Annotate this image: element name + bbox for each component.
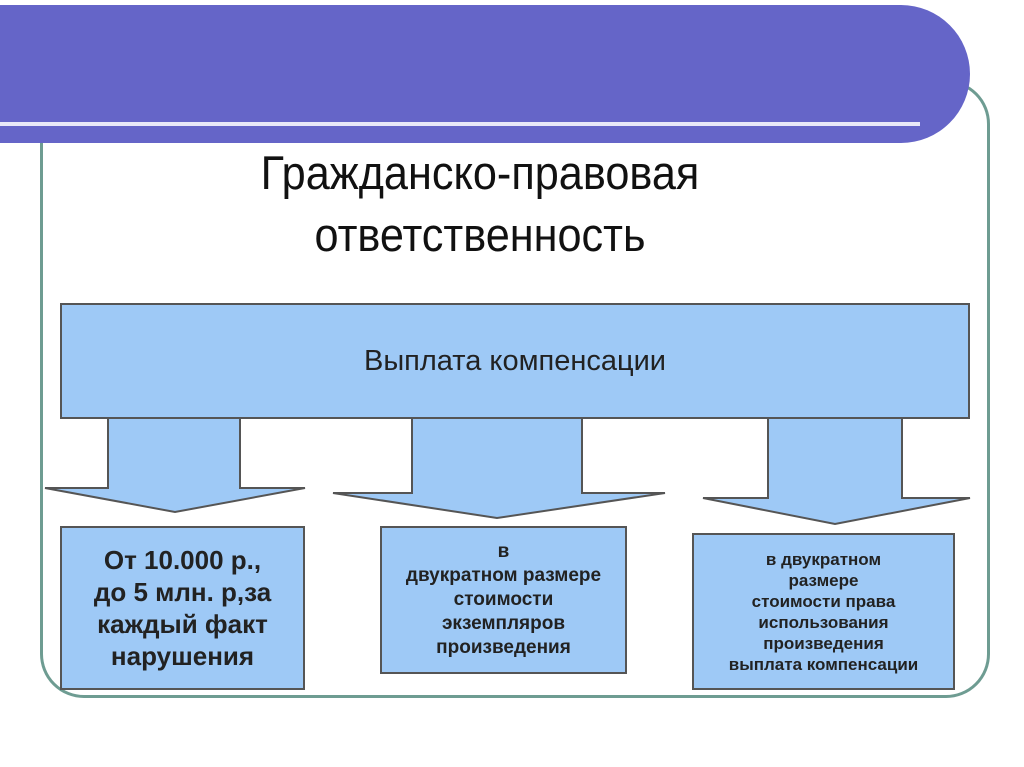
header-banner <box>0 5 970 143</box>
arrow-down-3 <box>702 417 971 526</box>
outcome-text: в двукратном размере стоимости права исп… <box>728 549 919 674</box>
arrow-down-1 <box>44 417 306 514</box>
arrow-down-2 <box>332 417 666 520</box>
outcome-text: От 10.000 р., до 5 млн. р,за каждый факт… <box>93 545 272 671</box>
banner-divider <box>0 122 920 126</box>
compensation-box: Выплата компенсации <box>60 303 970 419</box>
outcome-text: в двукратном размере стоимости экземпляр… <box>405 541 602 658</box>
outcome-box-copies-value: в двукратном размере стоимости экземпляр… <box>380 526 627 674</box>
outcome-box-rights-value: в двукратном размере стоимости права исп… <box>692 533 955 690</box>
compensation-label: Выплата компенсации <box>363 344 666 377</box>
outcome-box-fine: От 10.000 р., до 5 млн. р,за каждый факт… <box>60 526 305 690</box>
slide-title: Гражданско-правовая ответственность <box>260 146 700 261</box>
